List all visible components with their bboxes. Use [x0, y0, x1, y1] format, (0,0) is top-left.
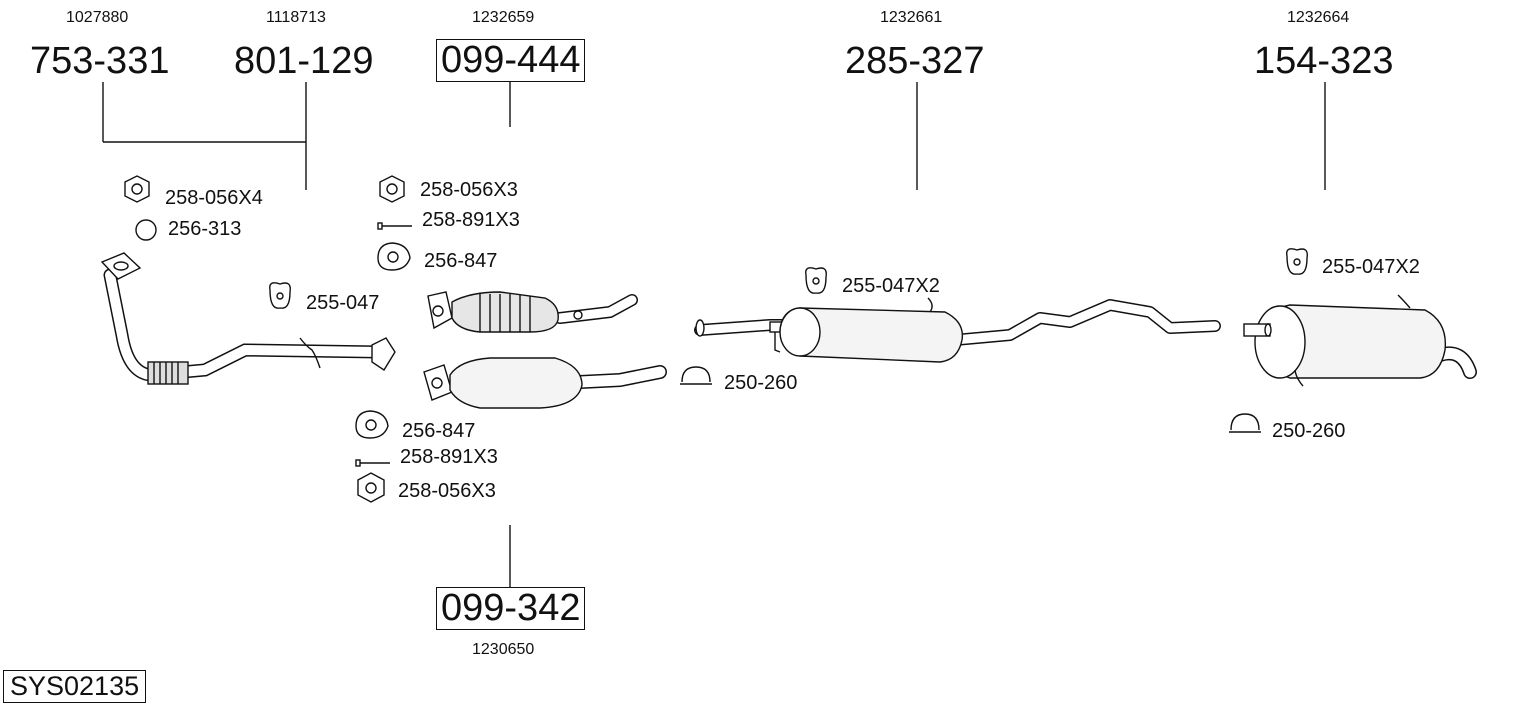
ref-number: 1118713: [266, 9, 326, 26]
ring-gasket-icon: [135, 219, 157, 241]
ref-number: 1232661: [880, 9, 943, 26]
flange-gasket-icon: [377, 242, 411, 271]
accessory-label[interactable]: 255-047X2: [842, 275, 940, 297]
accessory-label[interactable]: 258-891X3: [400, 446, 498, 468]
accessory-label[interactable]: 250-260: [724, 372, 798, 394]
hex-nut-icon: [379, 175, 405, 203]
pipe-clamp-icon: [1229, 413, 1261, 433]
ref-number: 1230650: [472, 641, 535, 658]
accessory-label[interactable]: 258-056X4: [165, 187, 263, 209]
flange-gasket-icon: [355, 410, 389, 439]
rubber-hanger-icon: [269, 282, 291, 309]
catalytic-converter-upper-part: [427, 291, 638, 333]
pipe-clamp-icon: [680, 366, 712, 385]
accessory-label[interactable]: 258-891X3: [422, 209, 520, 231]
accessory-label[interactable]: 256-313: [168, 218, 242, 240]
accessory-label[interactable]: 256-847: [424, 250, 498, 272]
accessory-label[interactable]: 255-047X2: [1322, 256, 1420, 278]
rear-silencer-part: [1243, 294, 1477, 387]
rubber-hanger-icon: [1286, 248, 1308, 275]
part-number[interactable]: 285-327: [845, 40, 985, 82]
front-pipe-part: [100, 252, 396, 385]
accessory-label[interactable]: 255-047: [306, 292, 380, 314]
part-number[interactable]: 801-129: [234, 40, 374, 82]
bolt-icon: [355, 459, 390, 467]
ref-number: 1027880: [66, 9, 129, 26]
catalytic-converter-lower-part: [423, 357, 667, 409]
bolt-icon: [377, 222, 412, 230]
system-code: SYS02135: [3, 670, 147, 703]
part-number[interactable]: 753-331: [30, 40, 170, 82]
accessory-label[interactable]: 258-056X3: [398, 480, 496, 502]
hex-nut-icon: [357, 472, 385, 503]
part-number[interactable]: 099-444: [436, 39, 586, 82]
rubber-hanger-icon: [805, 267, 827, 294]
ref-number: 1232659: [472, 9, 535, 26]
accessory-label[interactable]: 258-056X3: [420, 179, 518, 201]
middle-silencer-part: [694, 297, 1221, 363]
ref-number: 1232664: [1287, 9, 1350, 26]
accessory-label[interactable]: 250-260: [1272, 420, 1346, 442]
hex-nut-icon: [124, 175, 150, 203]
part-number[interactable]: 154-323: [1254, 40, 1394, 82]
accessory-label[interactable]: 256-847: [402, 420, 476, 442]
part-number[interactable]: 099-342: [436, 587, 586, 630]
